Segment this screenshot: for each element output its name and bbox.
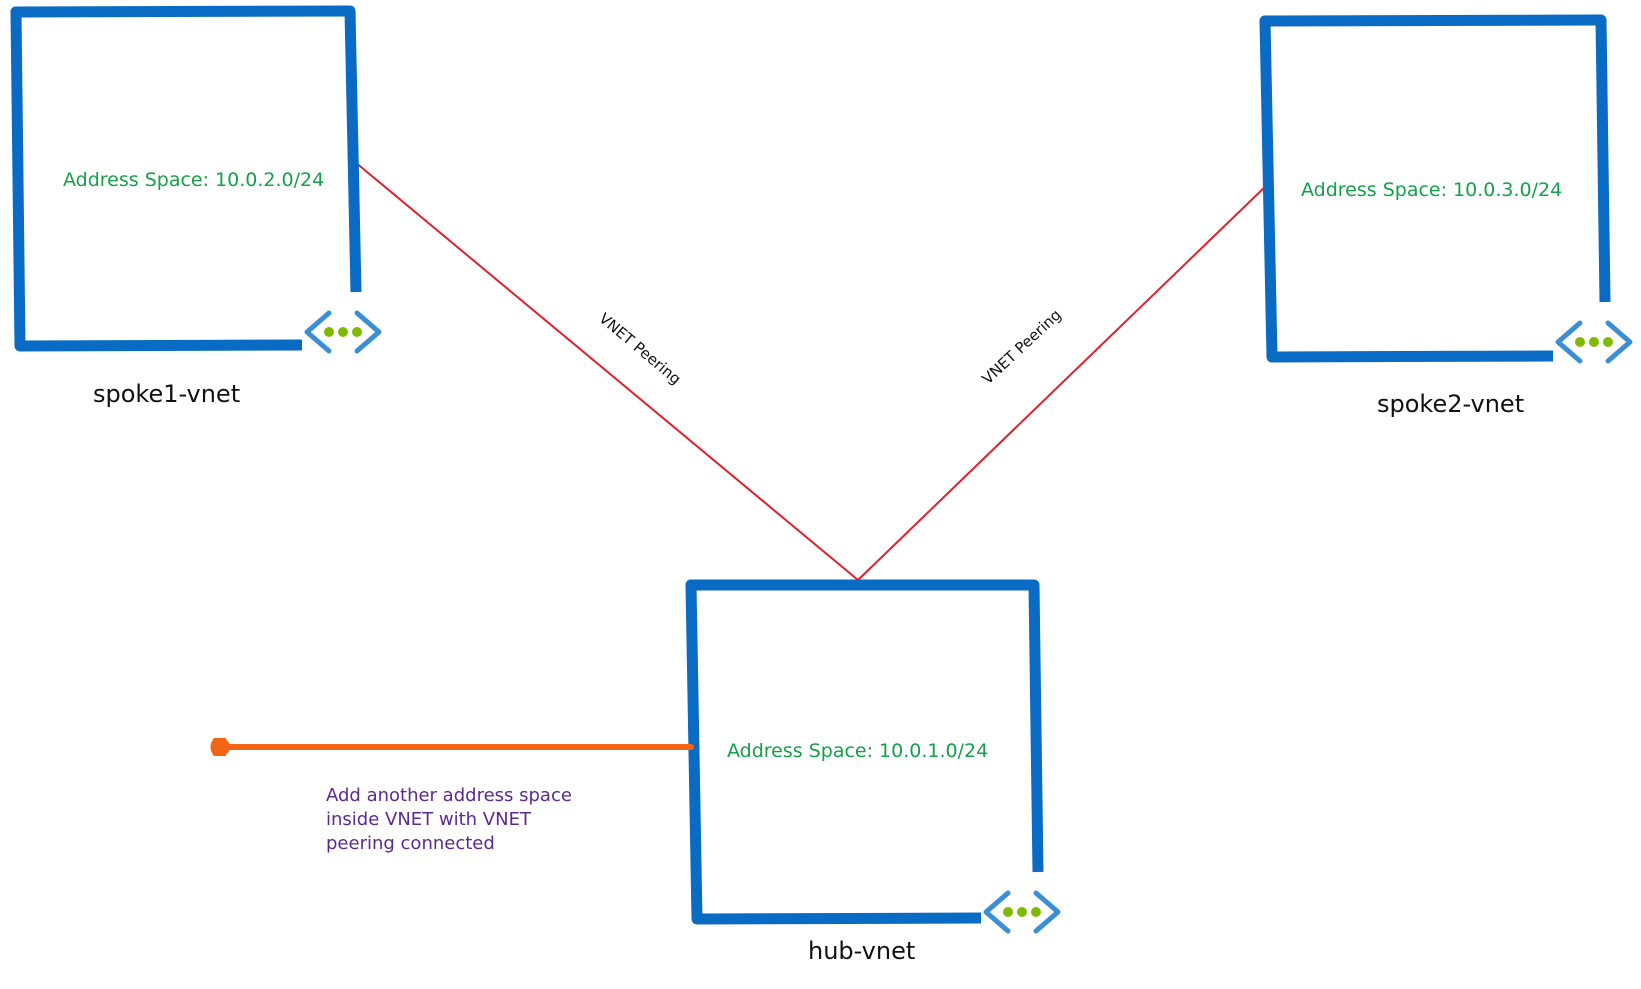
annotation-line-1: Add another address space — [326, 785, 572, 806]
address-space-spoke1: Address Space: 10.0.2.0/24 — [63, 169, 324, 191]
vnet-name-spoke2: spoke2-vnet — [1377, 390, 1524, 418]
vnet-box-spoke2 — [1259, 14, 1611, 363]
virtual-network-icon — [1555, 320, 1633, 364]
peering-line-spoke1-hub — [354, 161, 859, 581]
address-space-spoke2: Address Space: 10.0.3.0/24 — [1301, 179, 1562, 201]
virtual-network-icon — [983, 890, 1061, 934]
vnet-name-hub: hub-vnet — [808, 937, 915, 965]
address-space-hub: Address Space: 10.0.1.0/24 — [727, 740, 988, 762]
vnet-box-hub — [685, 579, 1044, 925]
annotation-line-3: peering connected — [326, 833, 495, 854]
vnet-box-spoke1 — [10, 5, 362, 352]
peering-line-spoke2-hub — [857, 183, 1269, 581]
annotation-line-2: inside VNET with VNET — [326, 809, 532, 830]
virtual-network-icon — [304, 310, 382, 354]
peering-label-right: VNET Peering — [978, 306, 1064, 388]
peering-label-left: VNET Peering — [595, 309, 684, 388]
annotation-text: Add another address space inside VNET wi… — [326, 785, 578, 854]
vnet-name-spoke1: spoke1-vnet — [93, 380, 240, 408]
annotation-connector — [210, 738, 694, 756]
